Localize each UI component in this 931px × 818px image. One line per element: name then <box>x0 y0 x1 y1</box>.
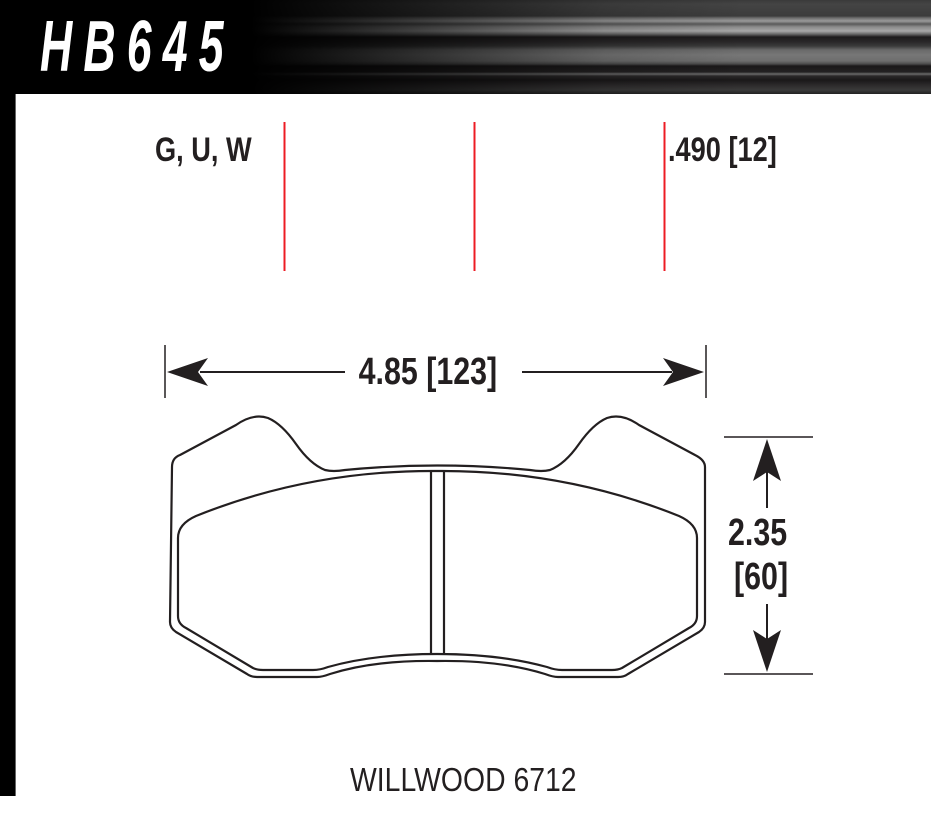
width-label: 4.85 [123] <box>357 350 499 394</box>
compound-codes-label: G, U, W <box>155 131 252 169</box>
left-accent-bar <box>0 94 16 796</box>
double-arrow-vertical-icon <box>724 436 813 675</box>
header-banner: HB645 <box>0 0 931 94</box>
height-mm-label: [60] <box>734 556 789 598</box>
thickness-label: .490 [12] <box>668 131 777 169</box>
brake-pad-outline-icon <box>168 415 707 679</box>
height-inches-label: 2.35 <box>728 512 788 554</box>
double-arrow-horizontal-icon <box>164 345 707 398</box>
part-number-title: HB645 <box>40 7 235 87</box>
thickness-guide-icon <box>283 122 666 271</box>
caliper-model-label: WILLWOOD 6712 <box>350 761 577 798</box>
